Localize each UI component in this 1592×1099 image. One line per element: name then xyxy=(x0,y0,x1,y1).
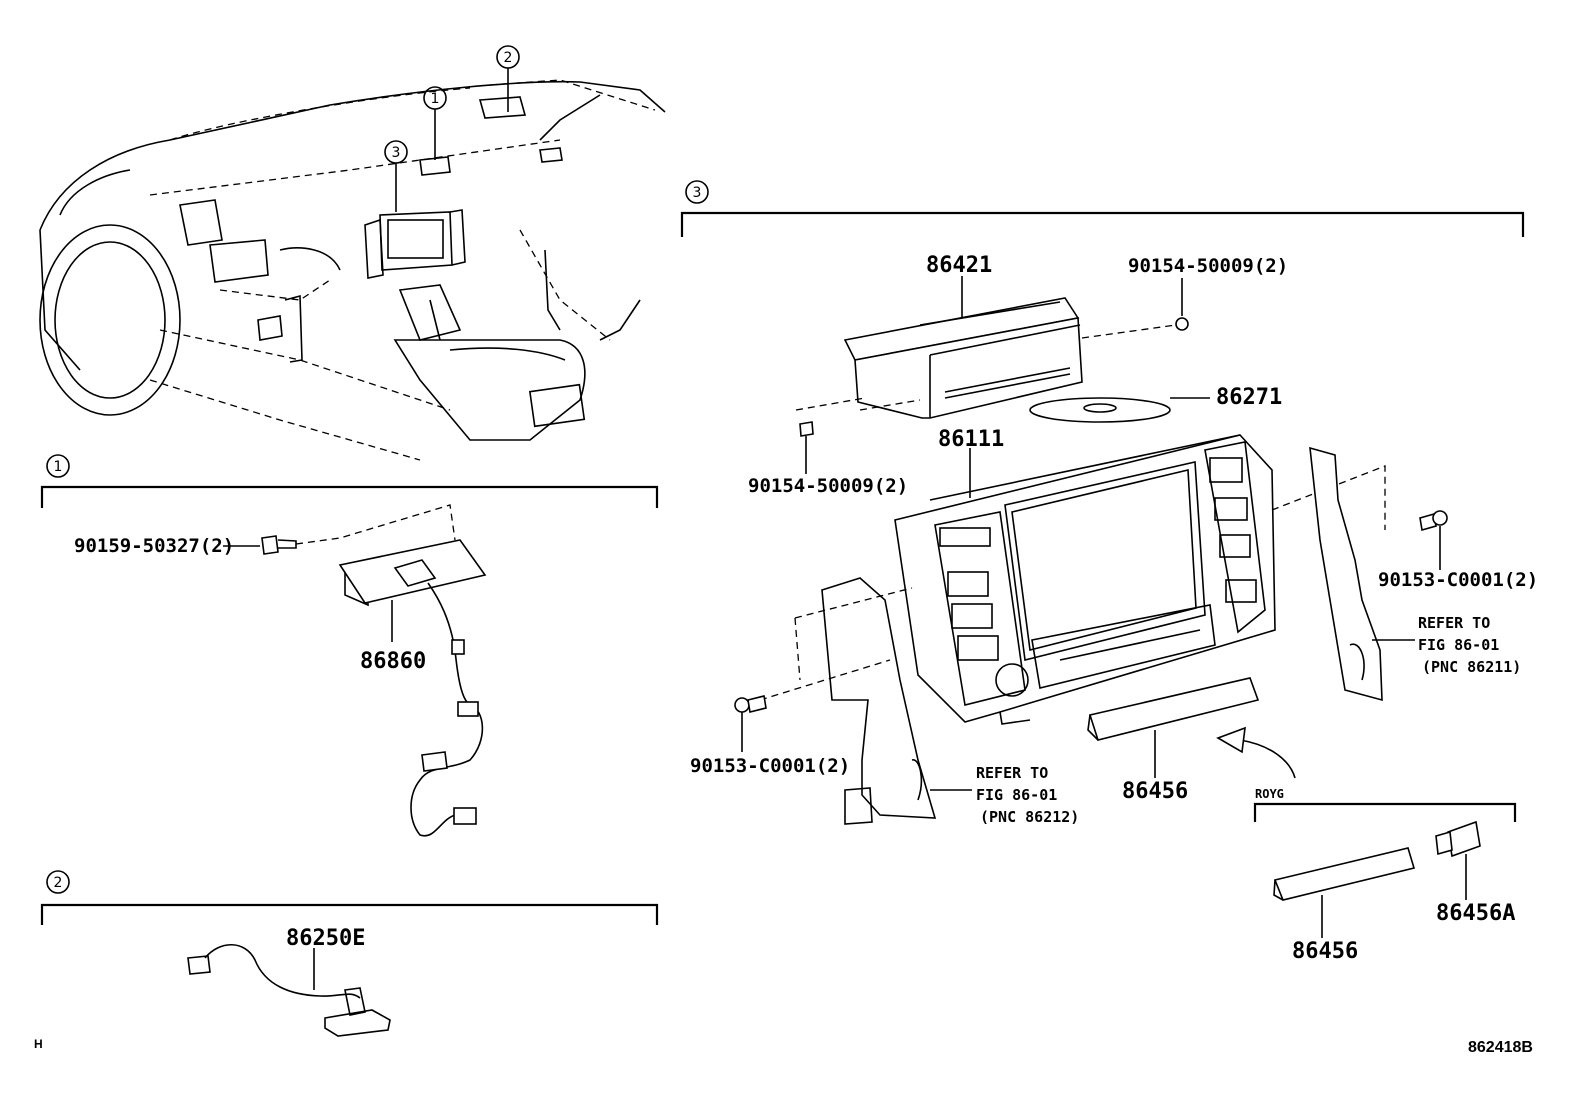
figure-id: 862418B xyxy=(1468,1039,1533,1056)
royg-bracket xyxy=(1253,802,1517,822)
bracket-right xyxy=(1309,446,1415,702)
label-86421: 86421 xyxy=(926,253,992,278)
label-86456-lower: 86456 xyxy=(1292,939,1358,964)
trim-86456-upper xyxy=(1087,677,1260,778)
screw-90154-left xyxy=(795,397,921,474)
refer-211-line2: FIG 86-01 xyxy=(1418,636,1499,654)
callout-2-overview: 2 xyxy=(496,45,520,112)
trim-86456-lower xyxy=(1273,847,1416,938)
bracket-left xyxy=(759,577,972,825)
label-86111: 86111 xyxy=(938,427,1004,452)
screw-90159-50327 xyxy=(223,504,456,555)
svg-text:3: 3 xyxy=(392,145,401,161)
arrow-royg xyxy=(1216,726,1296,779)
display-panel-86111 xyxy=(894,434,1386,725)
section-3-header: 3 xyxy=(680,180,1525,237)
svg-text:2: 2 xyxy=(54,875,63,891)
label-86860: 86860 xyxy=(360,649,426,674)
svg-text:2: 2 xyxy=(504,50,513,66)
refer-212-line2: FIG 86-01 xyxy=(976,786,1057,804)
screw-90153-right xyxy=(1419,510,1448,570)
head-unit-86421 xyxy=(843,276,1083,419)
section-1-header: 1 xyxy=(40,454,659,508)
label-86456-upper: 86456 xyxy=(1122,779,1188,804)
section-2-header: 2 xyxy=(40,870,659,925)
callout-3-overview: 3 xyxy=(384,140,408,212)
label-90154-right: 90154-50009(2) xyxy=(1128,255,1288,277)
svg-text:1: 1 xyxy=(54,459,63,475)
refer-212-line3: (PNC 86212) xyxy=(980,808,1079,826)
disc-86271 xyxy=(1029,397,1210,423)
label-royg: ROYG xyxy=(1255,787,1284,801)
refer-211-line1: REFER TO xyxy=(1418,614,1490,632)
svg-text:1: 1 xyxy=(431,91,440,107)
refer-211-line3: (PNC 86211) xyxy=(1422,658,1521,676)
label-90153-left: 90153-C0001(2) xyxy=(690,755,850,777)
label-86250E: 86250E xyxy=(286,926,365,951)
label-90153-right: 90153-C0001(2) xyxy=(1378,569,1538,591)
wire-harness-86250E xyxy=(187,944,391,1037)
label-86271: 86271 xyxy=(1216,385,1282,410)
callout-1-overview: 1 xyxy=(423,86,447,160)
gps-antenna-86860 xyxy=(338,539,487,837)
vehicle-interior-overview xyxy=(39,79,666,461)
label-90154-left: 90154-50009(2) xyxy=(748,475,908,497)
refer-212-line1: REFER TO xyxy=(976,764,1048,782)
footer-left-code: H xyxy=(34,1037,43,1051)
label-86456A: 86456A xyxy=(1436,901,1515,926)
label-90159-50327: 90159-50327(2) xyxy=(74,535,234,557)
clip-86456A xyxy=(1435,820,1481,900)
svg-text:3: 3 xyxy=(693,185,702,201)
screw-90154-right xyxy=(1081,278,1189,339)
screw-90153-left xyxy=(734,695,767,752)
